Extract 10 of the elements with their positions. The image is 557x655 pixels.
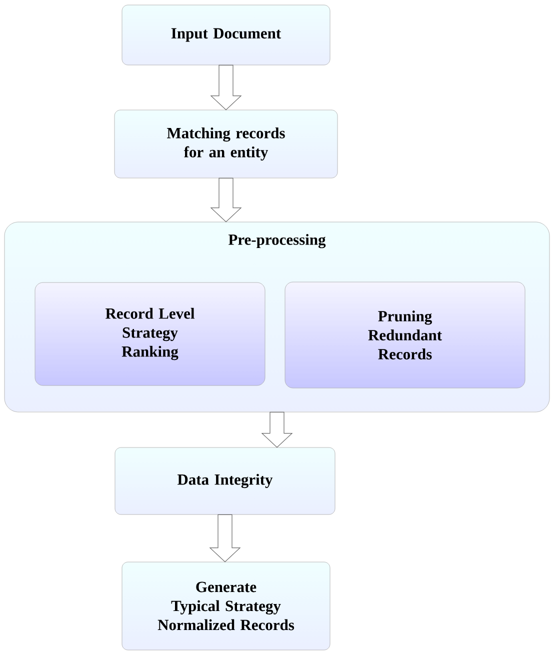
process-box: Pruning Redundant Records (284, 282, 526, 388)
process-box: Data Integrity (114, 447, 336, 515)
process-box: Generate Typical Strategy Normalized Records (122, 562, 330, 650)
hollow-arrow (261, 412, 293, 448)
process-box: Input Document (122, 4, 330, 66)
hollow-arrow (210, 178, 242, 222)
process-box: Matching records for an entity (114, 110, 338, 178)
hollow-arrow (210, 64, 242, 110)
process-box: Record Level Strategy Ranking (34, 282, 266, 386)
hollow-arrow (209, 514, 241, 562)
